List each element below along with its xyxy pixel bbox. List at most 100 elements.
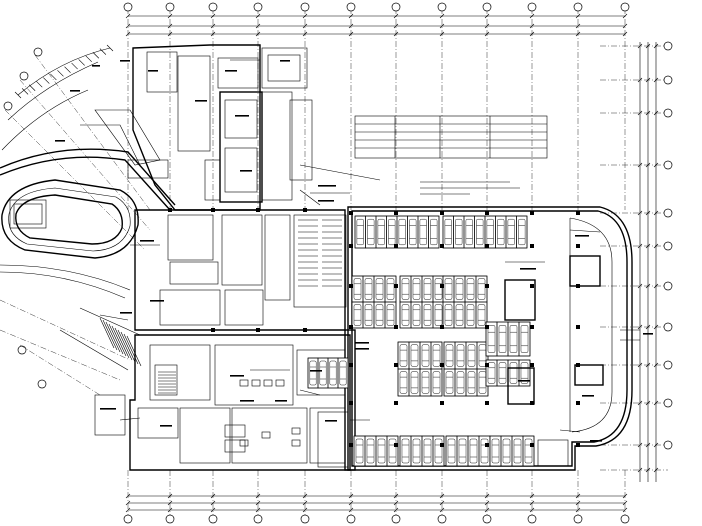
radial-tick [92,52,100,59]
car-icon [520,362,529,384]
grid-bubble-top [573,2,583,12]
top-dimension-lines [125,13,628,37]
parking-block [397,341,443,397]
car-icon [375,304,384,326]
grid-bubble-circle [208,514,218,524]
bottom-dimension-lines [125,493,628,513]
car-icon [434,304,443,326]
grid-bubble-top [253,2,263,12]
structural-column [394,211,398,215]
structural-column [349,443,353,447]
grid-bubble-circle [663,208,673,218]
dimension-tick [637,362,643,368]
grid-bubble-top [300,2,310,12]
car-icon [477,304,486,326]
car-icon [502,438,511,464]
radial-tick [50,73,57,81]
grid-bubble-right [663,440,673,450]
parking-block [485,321,531,357]
room-label-mark [150,300,164,302]
grid-bubble-top [620,2,630,12]
grid-bubble-circle [663,75,673,85]
dimension-tick [210,23,216,29]
stair-core [504,279,536,321]
room-label-mark [140,240,154,242]
car-icon [412,278,421,300]
parking-stall [518,359,531,387]
grid-bubble-right [663,208,673,218]
car-icon [423,304,432,326]
lift-core [569,255,601,287]
grid-bubble-circle [620,2,630,12]
car-icon [409,218,417,246]
annotation-leaders [99,59,640,433]
fixture [275,379,285,387]
structural-column [485,244,489,248]
lower-left-block [94,334,351,471]
grid-bubble-circle [573,2,583,12]
fixture [239,439,249,447]
lift-core [574,364,604,386]
structural-column [530,401,534,405]
dimension-tick [484,23,490,29]
car-icon [410,344,419,367]
grid-bubble-right [663,281,673,291]
dimension-tick [302,507,308,513]
stair-tread [111,325,127,357]
grid-bubble-circle [573,514,583,524]
grid-bubble-top [482,2,492,12]
parking-stall [428,215,440,249]
car-icon [513,438,522,464]
grid-bubble-right [663,160,673,170]
structural-column [576,363,580,367]
structural-column [440,244,444,248]
room-label-mark [275,400,287,402]
dimension-tick [622,507,628,513]
parking-block [307,357,349,389]
structural-column [576,211,580,215]
car-icon [466,304,475,326]
structural-column [576,443,580,447]
grid-bubble-top [208,2,218,12]
grid-bubble-circle [663,322,673,332]
car-icon [469,438,478,464]
parking-stall [384,301,397,329]
structural-column [349,284,353,288]
grid-bubble-circle [527,2,537,12]
room-label-mark [120,60,130,62]
grid-bubble-circle [663,440,673,450]
stair-tread [123,333,139,365]
grid-bubble-radial [3,101,13,111]
dimension-tick [348,507,354,513]
car-icon [491,438,500,464]
grid-bubble-circle [346,514,356,524]
parking-block [399,435,445,467]
car-icon [430,218,438,246]
car-icon [401,304,410,326]
room-label-mark [100,408,116,410]
structural-column [440,211,444,215]
radial-tick [28,84,36,91]
structural-column [349,363,353,367]
parking-block [351,275,397,329]
grid-bubble-top [437,2,447,12]
structural-column [394,244,398,248]
grid-bubble-bottom [620,514,630,524]
stair-tread [117,329,133,361]
car-icon [444,304,453,326]
car-icon [456,371,465,394]
room-label-mark [520,268,536,270]
fixture [263,379,273,387]
grid-bubble-bottom [208,514,218,524]
car-icon [445,344,454,367]
car-icon [434,438,443,464]
car-icon [377,218,385,246]
radial-tick [43,77,50,84]
stair-tread [108,323,124,355]
fixture [224,424,246,438]
structural-column [485,443,489,447]
grid-bubble-circle [300,2,310,12]
grid-bubble-circle [482,514,492,524]
structural-columns [168,208,580,447]
car-icon [423,278,432,300]
